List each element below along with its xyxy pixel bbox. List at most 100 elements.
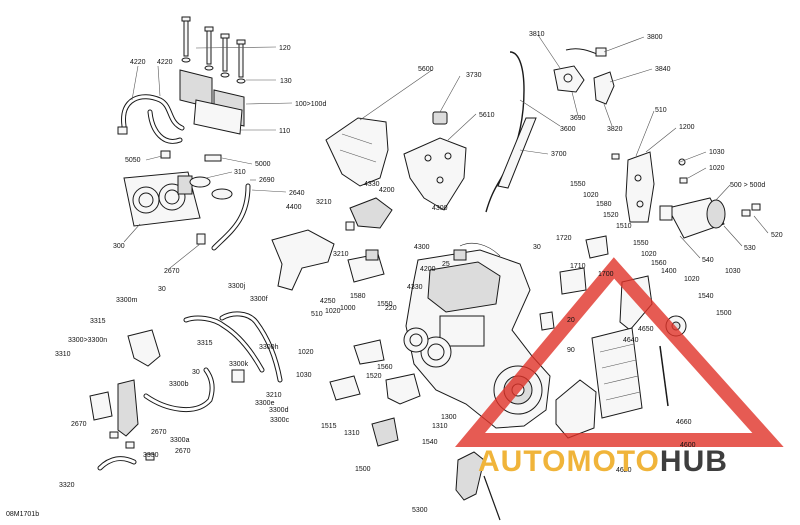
callout-label: 1580 [596,201,612,208]
callout-label: 4600 [680,442,696,449]
engine-mount-left [329,339,385,401]
callout-label: 4300 [432,205,448,212]
callout-label: 500 > 500d [730,182,765,189]
callout-label: 1550 [633,240,649,247]
callout-label: 3315 [90,318,106,325]
callout-label: 3210 [316,199,332,206]
hose-manifold [89,379,139,437]
callout-label: 300 [113,243,125,250]
coolant-reservoir [591,327,643,419]
callout-label: 25 [442,261,450,268]
callout-label: 1030 [725,268,741,275]
callout-label: 4330 [364,181,380,188]
callout-label: 5050 [125,157,141,164]
callout-label: 530 [744,245,756,252]
callout-label: 1030 [709,149,725,156]
leader-lines [123,34,769,269]
callout-label: 1720 [556,235,572,242]
callout-label: 520 [771,232,783,239]
callout-label: 5300 [412,507,428,514]
callout-label: 3840 [655,66,671,73]
callout-label: 120 [279,45,291,52]
callout-labels: 120 130 100>100d 110 4220 4220 5050 5000… [55,31,783,514]
callout-label: 1550 [570,181,586,188]
callout-label: 4330 [407,284,423,291]
callout-label: 4620 [616,467,632,474]
coolant-hose-lower [97,311,283,471]
callout-label: 3300c [270,417,290,424]
callout-label: 2670 [151,429,167,436]
callout-label: 540 [702,257,714,264]
callout-label: 1550 [377,301,393,308]
small-fasteners-right [611,153,761,217]
callout-label: 4250 [320,298,336,305]
callout-label: 3210 [266,392,282,399]
vent-hose [196,183,251,251]
heat-shield [325,117,389,187]
callout-label: 1200 [679,124,695,131]
callout-label: 1560 [651,260,667,267]
callout-label: 2670 [175,448,191,455]
callout-label: 1710 [570,263,586,270]
callout-label: 1500 [716,310,732,317]
lower-frame-bracket [555,379,597,439]
watermark-logo: AUTOMOTOHUB [478,444,728,480]
callout-label: 3300h [259,344,279,351]
ignition-coil [345,197,393,231]
engine-mount-bracket [385,373,421,405]
callout-label: 310 [234,169,246,176]
callout-label: 3300>3300n [68,337,107,344]
callout-label: 1510 [616,223,632,230]
ignition-coil-pack [179,69,245,135]
callout-label: 20 [567,317,575,324]
callout-label: 3300k [229,361,249,368]
coil-bracket [271,229,335,291]
document-code: 08M1701b [6,511,40,518]
mounting-plate [403,137,467,211]
callout-label: 1580 [350,293,366,300]
callout-label: 4220 [157,59,173,66]
callout-label: 220 [385,305,397,312]
callout-label: 3300a [170,437,190,444]
watermark-text-secondary: HUB [659,445,728,478]
callout-label: 3300d [269,407,289,414]
callout-label: 1520 [603,212,619,219]
callout-label: 1540 [698,293,714,300]
callout-label: 3300b [169,381,189,388]
sensor-bracket [593,71,615,105]
callout-label: 90 [567,347,575,354]
callout-label: 130 [280,78,292,85]
callout-label: 30 [192,369,200,376]
hose-bracket [127,329,161,367]
coolant-hose-upper [121,94,185,144]
front-engine-mount [371,417,399,447]
callout-label: 2690 [259,177,275,184]
callout-label: 30 [533,244,541,251]
callout-label: 1400 [661,268,677,275]
callout-label: 1300 [441,414,457,421]
callout-label: 3810 [529,31,545,38]
callout-label: 4400 [286,204,302,211]
callout-label: 5600 [418,66,434,73]
watermark-triangle [455,257,784,447]
throttle-body [123,171,201,227]
callout-label: 4660 [676,419,692,426]
callout-label: 3820 [607,126,623,133]
callout-label: 4200 [420,266,436,273]
callout-label: 1020 [641,251,657,258]
callout-label: 4300 [414,244,430,251]
callout-label: 1700 [598,271,614,278]
callout-label: 4650 [638,326,654,333]
callout-label: 1310 [432,423,448,430]
callout-label: 2670 [71,421,87,428]
callout-label: 1500 [355,466,371,473]
callout-label: 510 [311,311,323,318]
callout-label: 1020 [709,165,725,172]
callout-label: 3310 [55,351,71,358]
callout-label: 3300j [228,283,246,290]
callout-label: 1020 [298,349,314,356]
callout-label: 110 [279,128,290,135]
small-mount-top [539,235,609,331]
callout-label: 3300m [116,297,138,304]
